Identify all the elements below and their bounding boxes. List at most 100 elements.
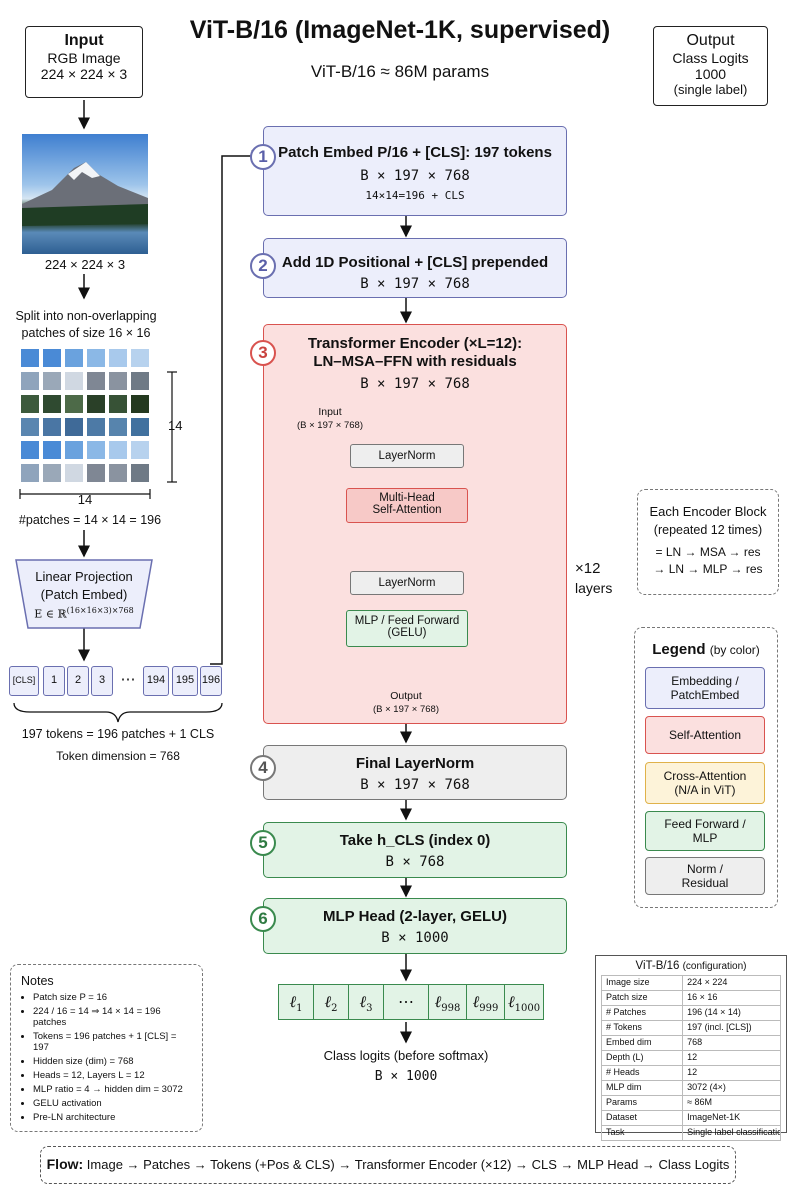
legend-title-suffix: (by color) xyxy=(709,643,760,657)
legend-item-cross-attention: Cross-Attention(N/A in ViT) xyxy=(645,762,765,804)
config-value: 224 × 224 xyxy=(687,977,728,987)
config-title: ViT-B/16 (configuration) xyxy=(601,960,781,972)
image-caption: 224 × 224 × 3 xyxy=(44,257,126,272)
legend-heading: Legend (by color) xyxy=(635,641,777,658)
output-box: Output Class Logits 1000 (single label) xyxy=(653,26,768,106)
step-3-encoder: Transformer Encoder (×L=12): LN–MSA–FFN … xyxy=(263,324,567,724)
step-5-title: Take h_CLS (index 0) xyxy=(339,832,491,849)
logit-2: ℓ2 xyxy=(313,984,349,1020)
token-dimension: Token dimension = 768 xyxy=(56,749,180,763)
legend-title: Legend xyxy=(652,641,706,658)
block-note-line1: = LN → MSA → res xyxy=(655,545,761,559)
output-line2: 1000 xyxy=(694,66,727,82)
image-patch xyxy=(64,371,84,391)
image-patch xyxy=(86,463,106,483)
config-value: 196 (14 × 14) xyxy=(687,1007,741,1017)
step-5-take-cls: Take h_CLS (index 0) B × 768 xyxy=(263,822,567,878)
image-patch xyxy=(42,463,62,483)
config-key: Image size xyxy=(602,976,684,990)
step-4-title: Final LayerNorm xyxy=(355,755,475,772)
notes-list: Patch size P = 16224 / 16 = 14 ⇒ 14 × 14… xyxy=(21,992,192,1123)
note-item: Hidden size (dim) = 768 xyxy=(33,1056,192,1067)
logit-1: ℓ1 xyxy=(278,984,314,1020)
logits-caption: Class logits (before softmax) xyxy=(323,1048,489,1063)
split-text-2: patches of size 16 × 16 xyxy=(21,326,151,340)
step-4-number: 4 xyxy=(250,755,276,781)
step-4-shape: B × 197 × 768 xyxy=(360,777,470,793)
encoder-msa-line1: Multi-Head xyxy=(379,492,435,504)
patch-grid xyxy=(20,348,150,484)
split-text-1: Split into non-overlapping xyxy=(15,309,157,323)
tokens-summary: 197 tokens = 196 patches + 1 CLS xyxy=(21,727,215,741)
image-patch xyxy=(108,394,128,414)
note-item: Heads = 12, Layers L = 12 xyxy=(33,1070,192,1081)
legend-item-norm: Norm /Residual xyxy=(645,857,765,895)
step-1-detail: 14×14=196 + CLS xyxy=(365,189,465,202)
image-patch xyxy=(20,371,40,391)
logit-998: ℓ998 xyxy=(428,984,467,1020)
encoder-layernorm-2: LayerNorm xyxy=(350,571,464,595)
config-key: Params xyxy=(602,1096,684,1110)
config-value: 197 (incl. [CLS]) xyxy=(687,1022,752,1032)
flow-label: Flow: xyxy=(46,1156,84,1172)
config-key: Dataset xyxy=(602,1111,684,1125)
note-item: GELU activation xyxy=(33,1098,192,1109)
token-2: 2 xyxy=(67,666,89,696)
flow-text: Image → Patches → Tokens (+Pos & CLS) → … xyxy=(86,1157,730,1172)
grid-side-label: 14 xyxy=(168,418,183,433)
encoder-layernorm-1: LayerNorm xyxy=(350,444,464,468)
input-heading: Input xyxy=(64,32,104,49)
note-item: MLP ratio = 4 → hidden dim = 3072 xyxy=(33,1084,192,1095)
projection-formula: E ∈ ℝ(16×16×3)×768 xyxy=(14,606,154,621)
flow-banner: Flow: Image → Patches → Tokens (+Pos & C… xyxy=(40,1146,736,1184)
step-5-shape: B × 768 xyxy=(385,854,445,870)
step-2-number: 2 xyxy=(250,253,276,279)
step-1-patch-embed: Patch Embed P/16 + [CLS]: 197 tokens B ×… xyxy=(263,126,567,216)
image-patch xyxy=(42,417,62,437)
image-patch xyxy=(108,417,128,437)
step-6-number: 6 xyxy=(250,906,276,932)
config-row: Params≈ 86M xyxy=(602,1095,780,1110)
step-3-title-2: LN–MSA–FFN with residuals xyxy=(313,353,517,370)
config-value: 16 × 16 xyxy=(687,992,718,1002)
config-value: 12 xyxy=(687,1052,698,1062)
step-2-positional: Add 1D Positional + [CLS] prepended B × … xyxy=(263,238,567,298)
note-item: Pre-LN architecture xyxy=(33,1112,192,1123)
input-line2: 224 × 224 × 3 xyxy=(40,66,128,82)
logit-1000: ℓ1000 xyxy=(504,984,544,1020)
note-item: Tokens = 196 patches + 1 [CLS] = 197 xyxy=(33,1031,192,1053)
input-image xyxy=(22,134,148,254)
token-ellipsis: ⋯ xyxy=(120,671,136,688)
image-patch xyxy=(64,440,84,460)
encoder-msa: Multi-Head Self-Attention xyxy=(346,488,468,523)
config-key: Patch size xyxy=(602,991,684,1005)
encoder-block-note: Each Encoder Block (repeated 12 times) =… xyxy=(637,489,779,595)
encoder-input-label: Input xyxy=(318,406,342,418)
image-patch xyxy=(108,440,128,460)
step-2-title: Add 1D Positional + [CLS] prepended xyxy=(281,254,549,271)
token-195: 195 xyxy=(172,666,198,696)
image-patch xyxy=(42,371,62,391)
image-patch xyxy=(20,348,40,368)
step-6-mlp-head: MLP Head (2-layer, GELU) B × 1000 xyxy=(263,898,567,954)
config-key: Task xyxy=(602,1126,684,1140)
output-heading: Output xyxy=(686,32,735,49)
image-patch xyxy=(130,417,150,437)
diagram-title: ViT-B/16 (ImageNet-1K, supervised) xyxy=(189,16,611,44)
image-patch xyxy=(130,394,150,414)
image-patch xyxy=(64,463,84,483)
image-patch xyxy=(20,417,40,437)
config-key: MLP dim xyxy=(602,1081,684,1095)
config-key: Depth (L) xyxy=(602,1051,684,1065)
logits-shape: B × 1000 xyxy=(374,1069,438,1084)
legend: Legend (by color) xyxy=(634,627,778,908)
step-3-title-1: Transformer Encoder (×L=12): xyxy=(307,335,523,352)
logit-999: ℓ999 xyxy=(466,984,505,1020)
output-line3: (single label) xyxy=(673,82,748,97)
